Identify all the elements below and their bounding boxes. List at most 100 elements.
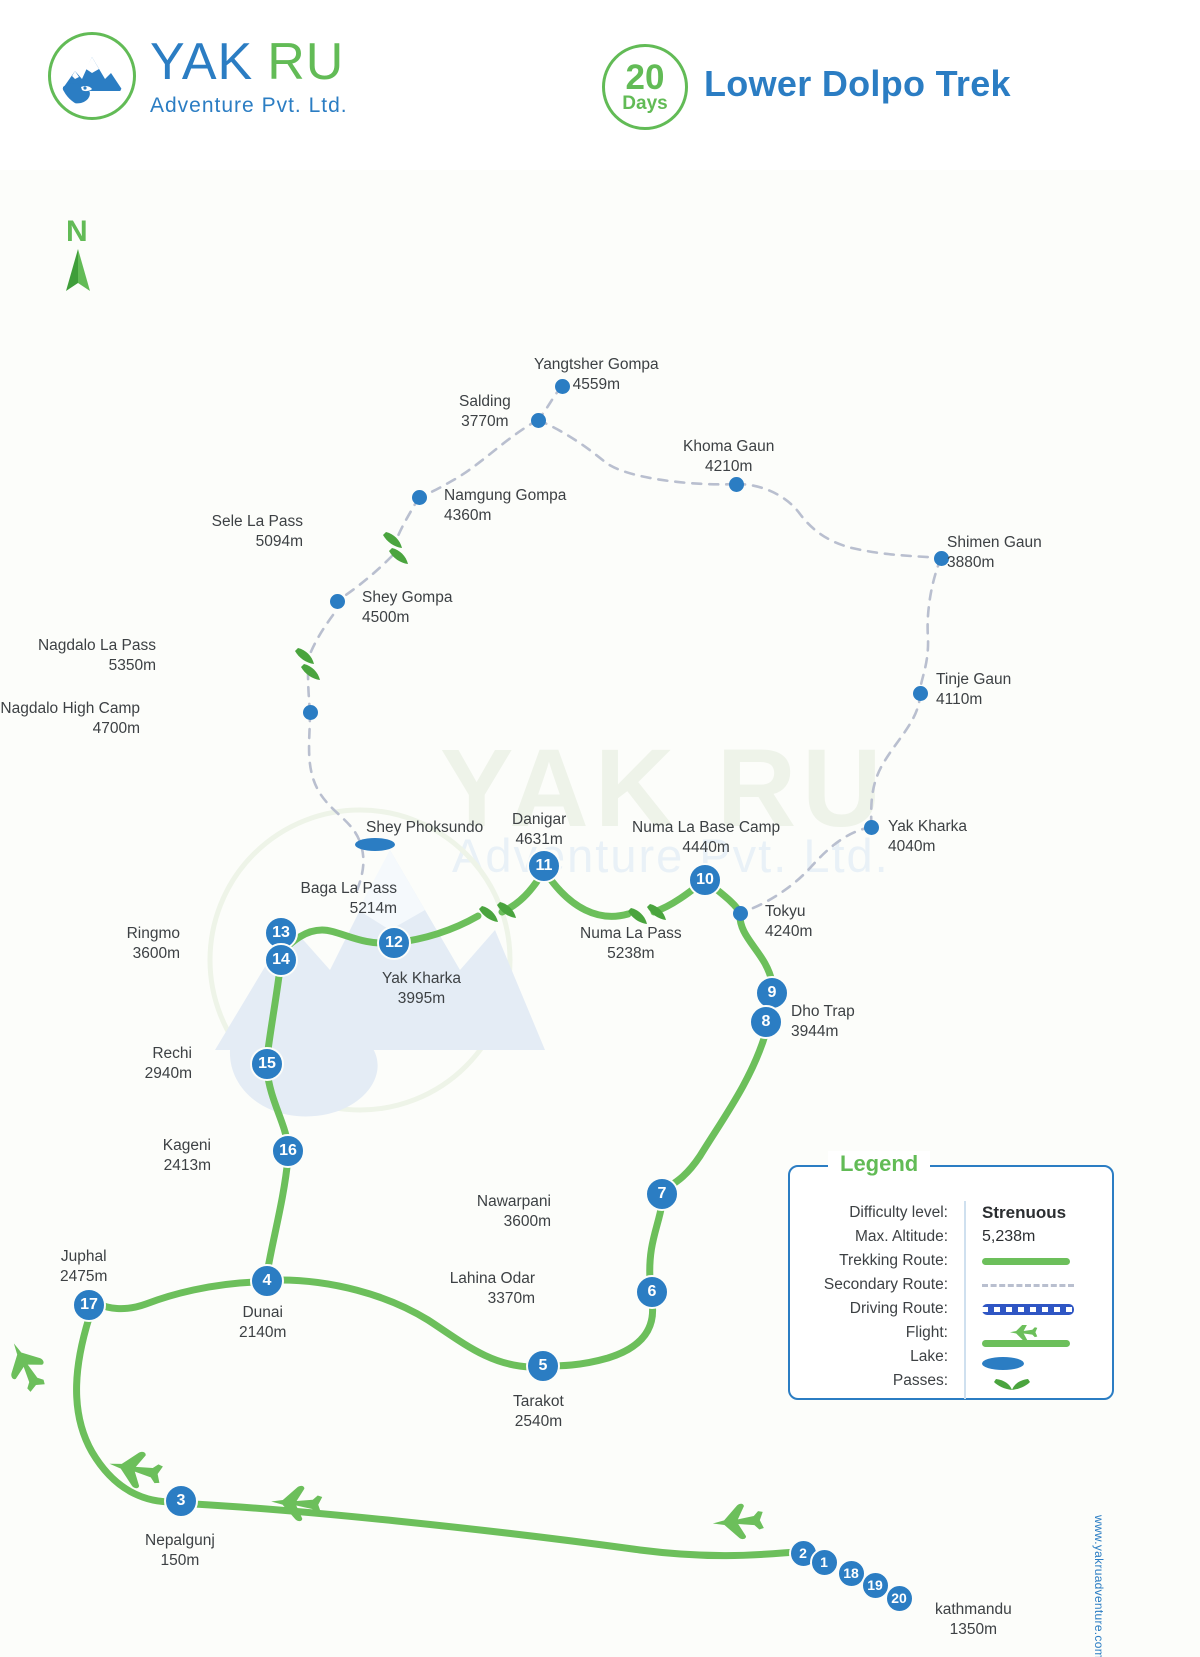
place-altitude: 5214m [349,899,397,917]
secondary-route-path [417,418,540,499]
page-title: Lower Dolpo Trek [704,63,1011,104]
trekking-route-path [646,1200,666,1284]
flight-swatch-icon [982,1322,1074,1347]
legend-value [982,1375,1098,1399]
legend-value [982,1321,1098,1351]
secondary-route-path [307,710,365,898]
legend-key: Trekking Route: [839,1252,948,1269]
website-url[interactable]: www.yakruadventure.com [1092,1515,1106,1657]
day-marker-8[interactable]: 8 [749,1005,783,1039]
map-waypoint-dot[interactable] [913,686,928,701]
trekking-route-path [541,1298,657,1370]
legend-value: Strenuous [982,1201,1098,1225]
place-name: Kageni [162,1137,211,1154]
day-marker-18[interactable]: 18 [836,1558,866,1588]
place-name: Lahina Odar [449,1270,535,1287]
day-marker-10[interactable]: 10 [688,863,722,897]
secondary-route-path [918,556,943,695]
day-marker-3[interactable]: 3 [164,1484,198,1518]
place-altitude: 3944m [791,1022,839,1040]
place-altitude: 4700m [92,719,140,737]
secondary-route-path [869,691,922,829]
map-waypoint-dot[interactable] [934,551,949,566]
place-name: Dho Trap [791,1003,855,1020]
map-waypoint-dot[interactable] [733,906,748,921]
day-marker-6[interactable]: 6 [635,1275,669,1309]
logo-name-ru: RU [267,33,345,91]
days-badge: 20 Days [602,44,688,130]
place-altitude: 2540m [514,1412,563,1430]
place-altitude: 4240m [765,922,813,940]
secondary-route-path [734,482,943,560]
map-waypoint-dot[interactable] [864,820,879,835]
map-waypoint-dot[interactable] [330,594,345,609]
place-name: Tokyu [765,903,806,920]
legend-key: Max. Altitude: [854,1228,948,1245]
day-marker-14[interactable]: 14 [264,943,298,977]
logo-tagline: Adventure Pvt. Ltd. [150,94,348,117]
logo-name-yak: YAK [150,33,254,91]
map-waypoint-dot[interactable] [412,490,427,505]
place-altitude: 3995m [397,989,446,1007]
map-waypoint-dot[interactable] [729,477,744,492]
days-number: 20 [625,57,665,97]
place-name: Yak Kharka [888,818,967,835]
max-altitude-value: 5,238m [982,1228,1036,1245]
day-marker-1[interactable]: 1 [809,1547,839,1577]
day-marker-7[interactable]: 7 [645,1177,679,1211]
legend-value [982,1351,1098,1375]
legend-value-column: Strenuous 5,238m [966,1201,1098,1399]
legend-panel: Legend Difficulty level:Max. Altitude:Tr… [788,1151,1114,1400]
legend-value [982,1273,1098,1297]
place-name: Yangtsher Gompa [534,356,659,373]
trekking-route-path [276,1276,536,1371]
place-name: Shey Gompa [362,589,453,606]
pass-symbols [295,532,666,924]
place-altitude: 3770m [461,412,509,430]
place-altitude: 3880m [947,553,995,571]
map-waypoint-dot[interactable] [303,705,318,720]
lake-swatch-icon [982,1356,1024,1370]
place-name: Ringmo [126,925,180,942]
trekking-route-swatch-icon [982,1257,1070,1265]
place-altitude: 4559m [572,375,621,393]
lake-shape-icon [355,838,395,851]
secondary-route-swatch-icon [982,1283,1074,1287]
map-waypoint-dot[interactable] [531,413,546,428]
place-altitude: 3600m [503,1212,551,1230]
day-marker-17[interactable]: 17 [72,1288,106,1322]
map-waypoint-dot[interactable] [555,379,570,394]
place-name: Namgung Gompa [444,487,567,504]
secondary-route-path [536,418,738,486]
place-altitude: 4110m [936,690,983,708]
day-marker-11[interactable]: 11 [527,849,561,883]
difficulty-value: Strenuous [982,1203,1067,1222]
day-marker-4[interactable]: 4 [250,1264,284,1298]
route-paths [11,384,943,1560]
day-marker-16[interactable]: 16 [271,1134,305,1168]
place-name: Baga La Pass [300,880,397,897]
legend-key: Driving Route: [849,1300,948,1317]
day-marker-15[interactable]: 15 [250,1047,284,1081]
place-name: Juphal [60,1248,107,1265]
place-altitude: 5094m [255,532,303,550]
place-name: Salding [459,393,511,410]
day-marker-5[interactable]: 5 [526,1349,560,1383]
day-marker-20[interactable]: 20 [884,1583,914,1613]
place-name: Nagdalo La Pass [37,637,156,654]
day-marker-12[interactable]: 12 [377,926,411,960]
